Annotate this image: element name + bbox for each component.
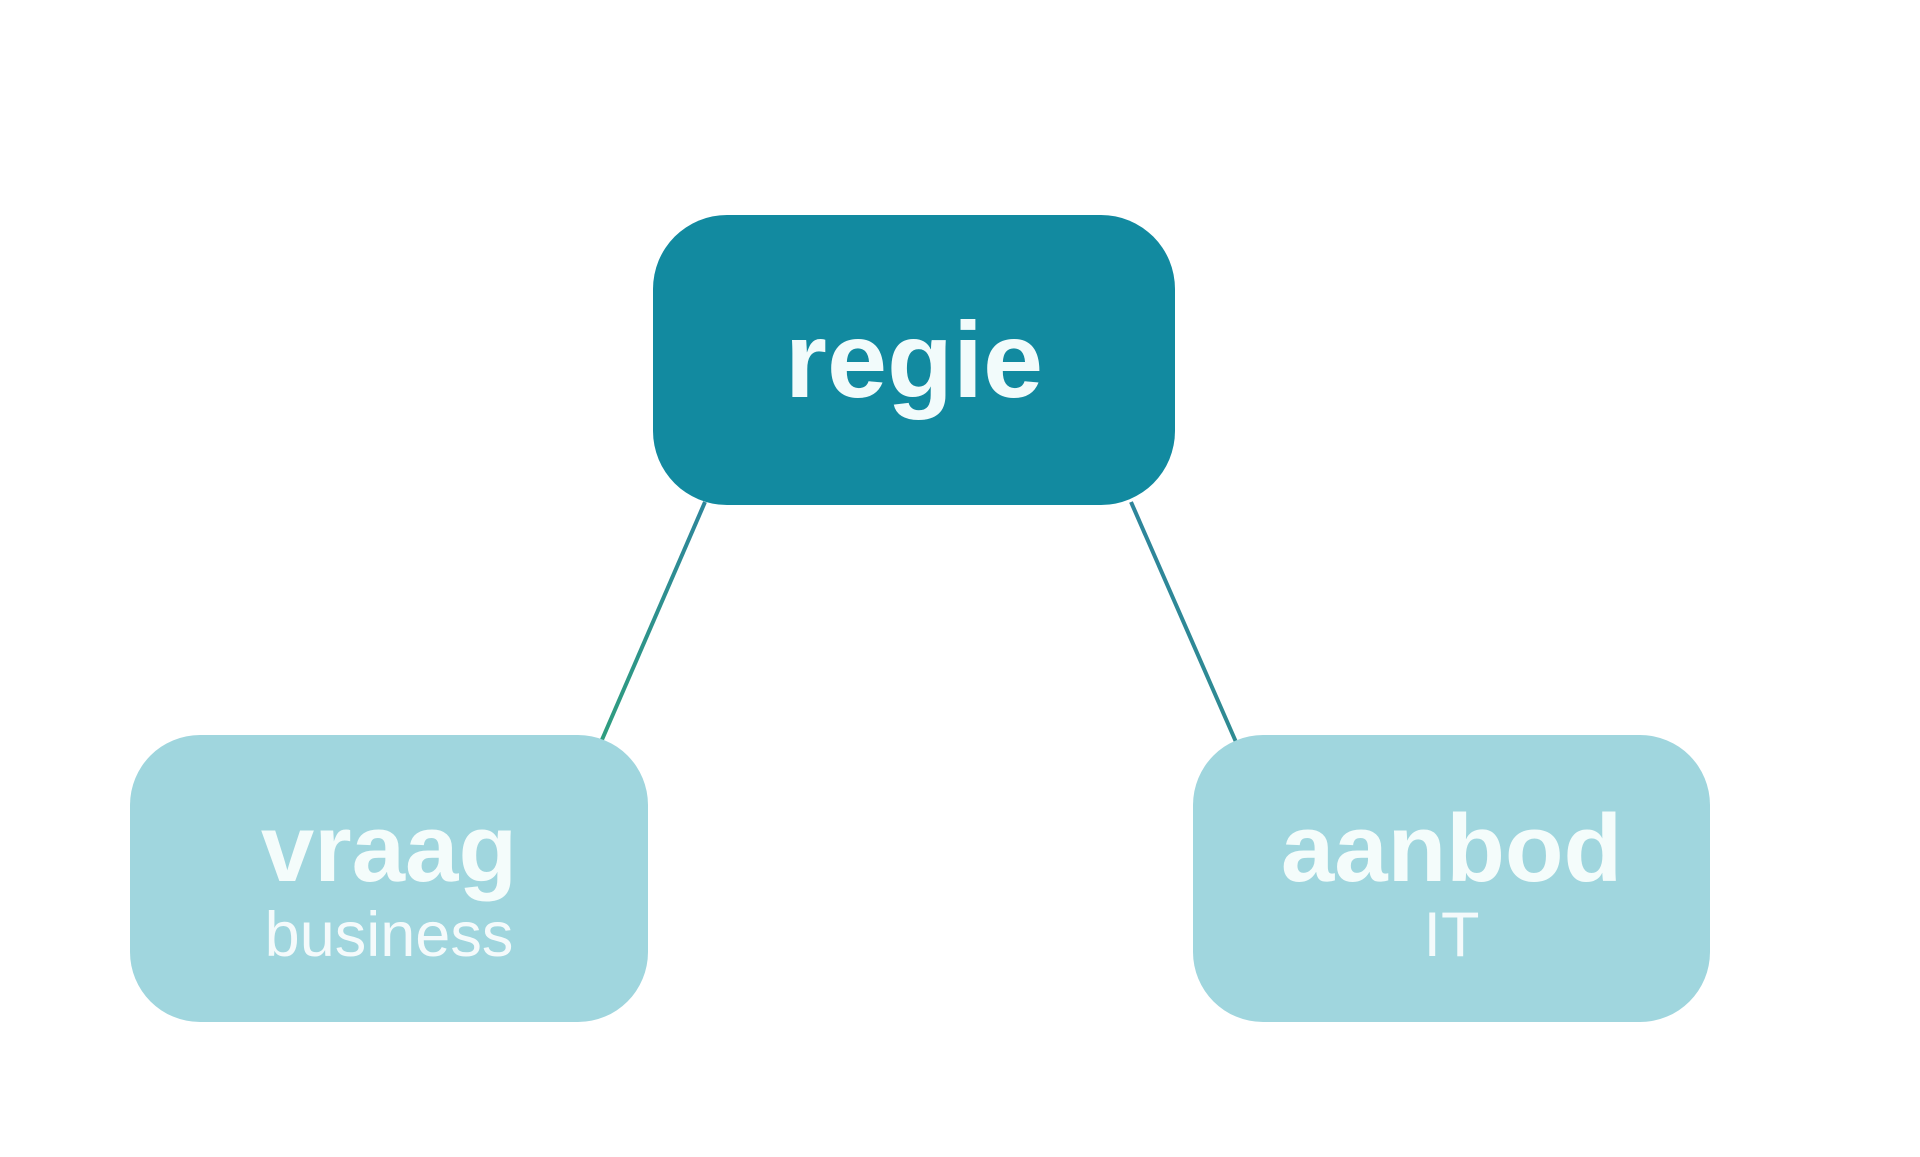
node-regie: regie [653, 215, 1175, 505]
node-aanbod-sublabel: IT [1423, 899, 1480, 970]
node-regie-label: regie [784, 299, 1044, 420]
node-aanbod-label: aanbod [1280, 794, 1623, 902]
connector-regie-aanbod [1129, 501, 1238, 743]
node-aanbod: aanbod IT [1193, 735, 1710, 1022]
connector-regie-vraag [599, 501, 707, 743]
node-vraag-sublabel: business [264, 899, 514, 970]
node-vraag: vraag business [130, 735, 648, 1022]
node-vraag-label: vraag [260, 794, 518, 902]
